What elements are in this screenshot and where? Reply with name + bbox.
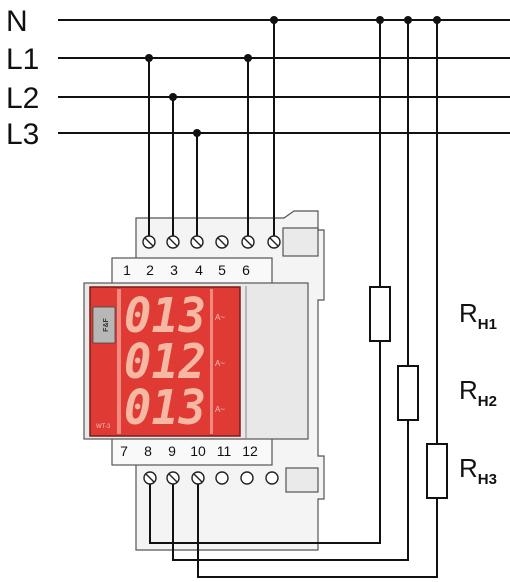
terminal-number-3: 3 xyxy=(170,262,178,278)
housing-side-block-top xyxy=(282,227,319,257)
label-l3: L3 xyxy=(6,118,39,151)
label-n: N xyxy=(6,5,28,38)
resistor-labels: RH1 RH2 RH3 xyxy=(459,298,497,488)
display-stripe-right xyxy=(210,289,213,434)
display-digits-row-3: 013 xyxy=(124,380,206,436)
wire-rh3-to-terminal-10 xyxy=(197,478,438,578)
terminal-screw-4 xyxy=(215,235,229,249)
manufacturer-logo-text: F&F xyxy=(103,317,110,331)
terminal-screw-12 xyxy=(265,471,279,485)
load-resistors xyxy=(369,286,448,499)
junction-dot xyxy=(376,16,384,24)
top-terminal-numbers: 1 2 3 4 5 6 xyxy=(123,262,250,278)
display-unit-row-1: A~ xyxy=(215,313,225,322)
display-digits-row-1: 013 xyxy=(124,288,206,344)
terminal-number-2: 2 xyxy=(146,262,154,278)
label-l1: L1 xyxy=(6,43,39,76)
junction-dot xyxy=(270,16,278,24)
junction-dots xyxy=(145,16,441,137)
display-unit-row-2: A~ xyxy=(215,359,225,368)
resistor-letter: R xyxy=(459,298,478,328)
junction-dot xyxy=(193,129,201,137)
model-label: WT-3 xyxy=(96,424,111,430)
junction-dot xyxy=(433,16,441,24)
wire-rh1-to-terminal-8 xyxy=(149,341,381,544)
junction-dot xyxy=(244,54,252,62)
bottom-terminal-strip xyxy=(111,436,273,466)
resistor-label-rh3: RH3 xyxy=(459,453,497,488)
terminal-screw-11 xyxy=(240,471,254,485)
top-terminal-screws xyxy=(142,235,281,249)
display-digits-row-2: 012 xyxy=(124,334,206,390)
resistor-letter: R xyxy=(459,375,478,405)
terminal-number-10: 10 xyxy=(190,443,206,459)
junction-dot xyxy=(145,54,153,62)
terminal-screw-5 xyxy=(241,235,255,249)
display-window: F&F WT-3 013 012 013 A~ A~ A~ xyxy=(89,286,241,437)
resistor-label-rh1: RH1 xyxy=(459,298,497,333)
resistor-label-rh2: RH2 xyxy=(459,375,497,410)
bottom-terminal-screws xyxy=(143,471,279,485)
resistor-subscript: H1 xyxy=(478,316,497,333)
terminal-screw-7 xyxy=(143,471,157,485)
terminal-screw-3 xyxy=(190,235,204,249)
supply-lines xyxy=(58,19,510,134)
terminal-screw-6 xyxy=(267,235,281,249)
terminal-screw-10 xyxy=(215,471,229,485)
terminal-number-4: 4 xyxy=(195,262,203,278)
bottom-terminal-numbers: 7 8 9 10 11 12 xyxy=(120,443,258,459)
terminal-number-11: 11 xyxy=(217,443,232,459)
wire-rh2-to-terminal-9 xyxy=(172,420,409,561)
resistor-rh1 xyxy=(369,286,391,342)
terminal-screw-1 xyxy=(142,235,156,249)
top-terminal-strip xyxy=(111,257,273,287)
resistor-rh3 xyxy=(426,443,448,499)
junction-dot xyxy=(169,93,177,101)
terminal-number-12: 12 xyxy=(242,443,258,459)
terminal-screw-9 xyxy=(191,471,205,485)
terminal-screw-8 xyxy=(166,471,180,485)
label-l2: L2 xyxy=(6,82,39,115)
manufacturer-logo xyxy=(92,306,116,344)
display-stripe-left xyxy=(117,289,121,434)
resistor-letter: R xyxy=(459,453,478,483)
terminal-number-7: 7 xyxy=(120,443,128,459)
terminal-number-5: 5 xyxy=(218,262,226,278)
resistor-rh2 xyxy=(397,365,419,421)
terminal-number-6: 6 xyxy=(242,262,250,278)
terminal-number-1: 1 xyxy=(123,262,131,278)
housing-side-block-bottom xyxy=(285,467,319,493)
junction-dot xyxy=(404,16,412,24)
resistor-subscript: H2 xyxy=(478,393,497,410)
display-unit-row-3: A~ xyxy=(215,405,225,414)
supply-line-labels: N L1 L2 L3 xyxy=(6,5,39,151)
terminal-screw-2 xyxy=(166,235,180,249)
resistor-subscript: H3 xyxy=(478,471,497,488)
terminal-number-8: 8 xyxy=(144,443,152,459)
wiring xyxy=(148,20,438,578)
terminal-number-9: 9 xyxy=(168,443,176,459)
